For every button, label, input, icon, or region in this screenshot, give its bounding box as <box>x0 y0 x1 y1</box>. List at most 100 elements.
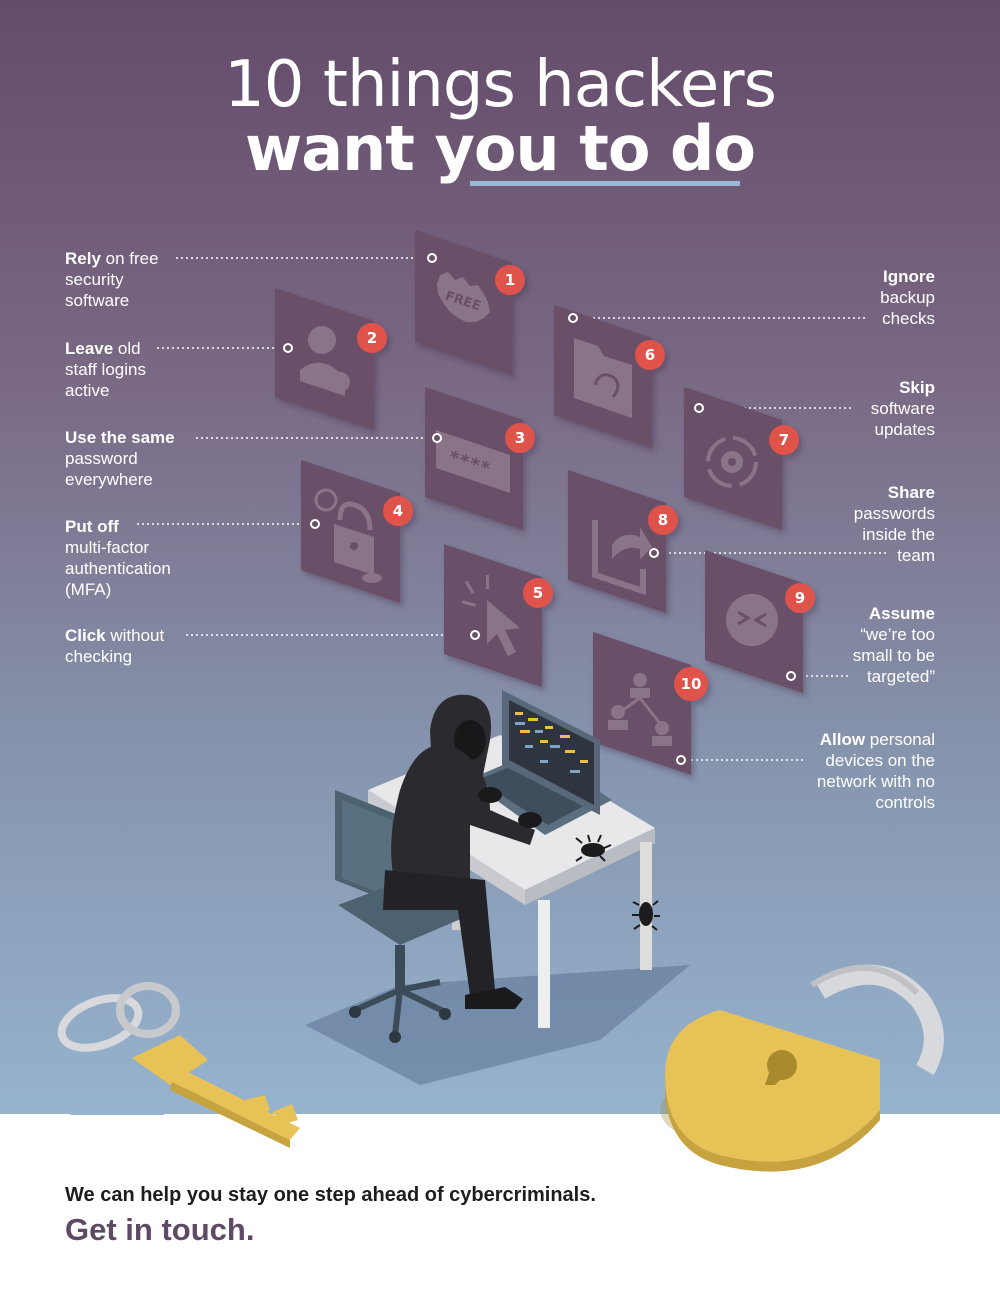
item-same-password: Use the same password everywhere <box>65 427 175 490</box>
item-5-bold: Click <box>65 626 106 645</box>
floor-shadow <box>305 965 690 1085</box>
item-click-without-checking: Click without checking <box>65 625 164 667</box>
item-1-rest: on free <box>100 249 159 268</box>
footer-tagline: We can help you stay one step ahead of c… <box>65 1184 596 1206</box>
badge-7 <box>769 425 799 455</box>
tile-9: 9 <box>705 550 815 693</box>
item-4-bold: Put off <box>65 517 119 536</box>
item-1-line-1: security <box>65 270 124 289</box>
item-1-line-2: software <box>65 291 130 310</box>
badge-8-number: 8 <box>658 511 668 529</box>
padlock-fingerprint-icon <box>314 488 382 583</box>
network-devices-icon <box>608 673 672 746</box>
item-2-line-2: active <box>65 381 110 400</box>
badge-10-number: 10 <box>681 675 702 693</box>
folder-restore-icon <box>574 338 632 418</box>
item-5-rest: without <box>105 626 165 645</box>
item-7-bold: Skip <box>899 378 935 397</box>
bug-icon <box>575 834 660 931</box>
item-2-bold: Leave <box>65 339 114 358</box>
item-leave-old-logins: Leave old staff logins active <box>65 338 146 401</box>
tile-6: 6 <box>554 305 665 448</box>
item-8-line-1: passwords <box>853 504 935 523</box>
laptop <box>468 690 612 835</box>
item-6-bold: Ignore <box>883 267 935 286</box>
item-3-line-2: everywhere <box>65 470 153 489</box>
tile-10: 10 <box>593 632 708 775</box>
item-7-line-2: updates <box>874 420 936 439</box>
badge-1-number: 1 <box>505 271 515 289</box>
laptop-screen <box>509 700 594 805</box>
leader-lines <box>137 257 886 761</box>
item-share-passwords: Share passwords inside the team <box>854 482 935 566</box>
item-4-line-1: multi-factor <box>65 538 150 557</box>
item-9-bold: Assume <box>868 604 935 623</box>
item-assume-too-small: Assume “we’re too small to be targeted” <box>853 603 935 687</box>
settings-sync-icon <box>706 436 758 488</box>
item-10-line-2: network with no <box>816 772 935 791</box>
badge-9 <box>785 583 815 613</box>
item-10-line-1: devices on the <box>825 751 935 770</box>
item-put-off-mfa: Put off multi-factor authentication (MFA… <box>65 516 171 600</box>
item-10-line-3: controls <box>875 793 935 812</box>
item-2-line-1: staff logins <box>65 360 146 379</box>
item-8-bold: Share <box>887 483 935 502</box>
password-field-icon <box>436 430 510 493</box>
users-icon <box>300 326 350 396</box>
item-3-bold: Use the same <box>65 428 175 447</box>
item-9-line-2: small to be <box>852 646 935 665</box>
badge-10 <box>674 667 708 701</box>
tile-3: **** 3 <box>425 387 535 530</box>
item-rely-free-security: Rely on free security software <box>65 248 159 311</box>
chair <box>335 790 470 1043</box>
free-badge-icon <box>437 272 490 322</box>
item-9-line-3: targeted” <box>866 667 935 686</box>
badge-7-number: 7 <box>779 431 789 449</box>
hacker-figure <box>383 694 542 1009</box>
tile-8: 8 <box>568 470 678 613</box>
badge-4 <box>383 496 413 526</box>
item-3-line-1: password <box>65 449 138 468</box>
item-6-line-1: backup <box>880 288 935 307</box>
item-4-line-2: authentication <box>65 559 171 578</box>
badge-5-number: 5 <box>533 584 543 602</box>
item-5-line-1: checking <box>65 647 133 666</box>
item-8-line-3: team <box>897 546 935 565</box>
tile-5: 5 <box>444 544 553 687</box>
badge-1 <box>495 265 525 295</box>
item-7-line-1: software <box>870 399 935 418</box>
badge-5 <box>523 578 553 608</box>
cursor-click-icon <box>461 575 520 656</box>
compress-icon <box>726 594 778 646</box>
get-in-touch-link[interactable]: Get in touch. <box>65 1212 255 1247</box>
item-4-line-3: (MFA) <box>65 580 112 599</box>
title-line-2: want you to do <box>244 112 756 185</box>
badge-3-number: 3 <box>515 429 525 447</box>
badge-9-number: 9 <box>795 589 805 607</box>
tile-7: 7 <box>684 387 799 530</box>
tile-1: FREE 1 <box>415 230 525 375</box>
item-10-rest: personal <box>865 730 935 749</box>
tile-2: 2 <box>275 288 387 430</box>
item-10-bold: Allow <box>819 730 866 749</box>
tile-4: 4 <box>301 460 413 603</box>
badge-6 <box>635 340 665 370</box>
badge-4-number: 4 <box>393 502 403 520</box>
title-line-1: 10 things hackers <box>224 48 777 122</box>
item-ignore-backup: Ignore backup checks <box>880 266 935 329</box>
badge-3 <box>505 423 535 453</box>
item-allow-personal-devices: Allow personal devices on the network wi… <box>817 729 935 813</box>
badge-2-number: 2 <box>367 329 377 347</box>
title-underline <box>470 181 740 186</box>
badge-2 <box>357 323 387 353</box>
badge-6-number: 6 <box>645 346 655 364</box>
open-padlock-icon <box>660 964 944 1172</box>
key-icon <box>57 982 300 1148</box>
badge-8 <box>648 505 678 535</box>
item-9-line-1: “we’re too <box>860 625 935 644</box>
item-1-bold: Rely <box>65 249 101 268</box>
item-skip-updates: Skip software updates <box>871 377 935 440</box>
item-8-line-2: inside the <box>862 525 935 544</box>
